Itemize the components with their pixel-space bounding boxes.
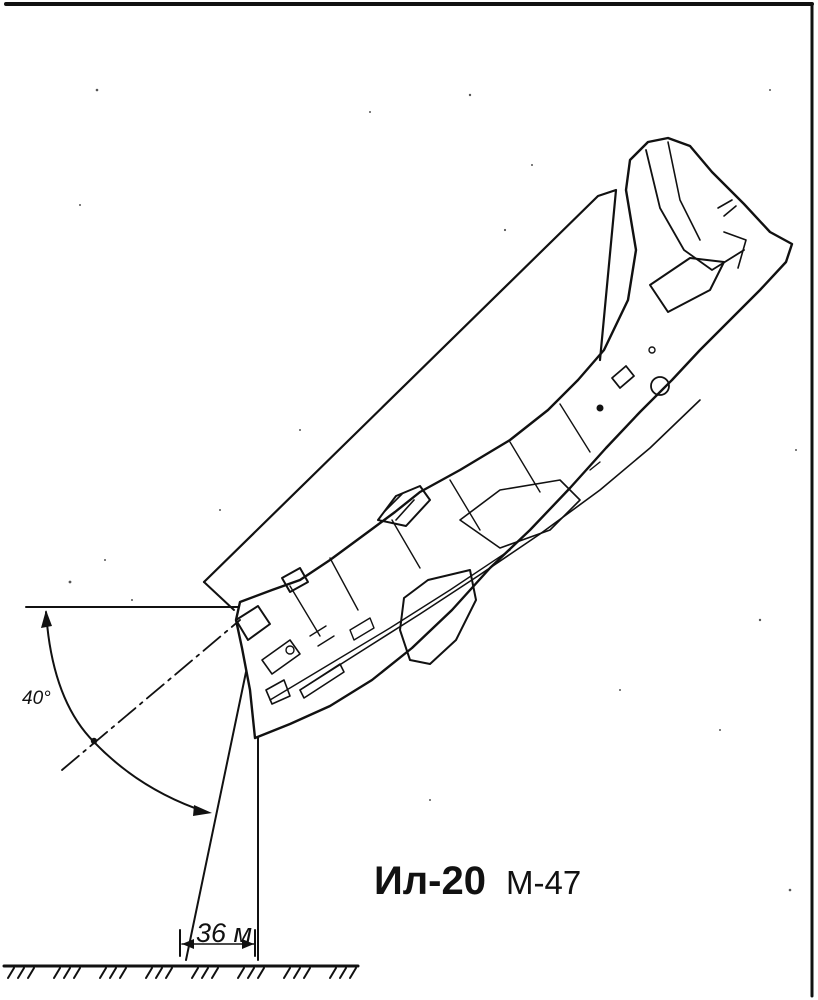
paper-speckles <box>68 88 797 892</box>
angle-axis-dot <box>90 737 98 745</box>
plunge-line-slanted <box>185 671 247 961</box>
distance-label: 36 м <box>196 918 252 948</box>
aircraft-wing <box>202 188 618 611</box>
aircraft-fuselage <box>234 136 794 740</box>
angle-arc <box>45 611 207 813</box>
aircraft-name: Ил-20 <box>374 859 486 903</box>
angle-arrow-top <box>41 610 52 628</box>
page-border <box>4 2 814 998</box>
engine-label: М-47 <box>506 864 581 901</box>
dive-axis-line <box>61 619 241 771</box>
distance-dimension <box>179 929 256 957</box>
angle-arrow-bottom <box>193 805 212 816</box>
ground <box>2 964 360 979</box>
angle-label: 40° <box>22 688 51 709</box>
